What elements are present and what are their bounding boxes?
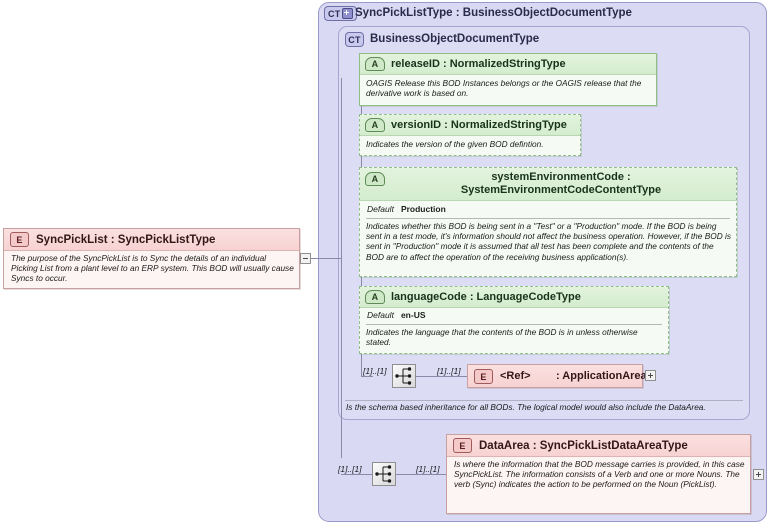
- default-value-text-languagecode: en-US: [400, 310, 426, 320]
- sequence-compositor-icon-outer[interactable]: [372, 462, 396, 486]
- default-key-label: Default: [367, 204, 394, 214]
- root-element-box[interactable]: E SyncPickList : SyncPickListType The pu…: [3, 228, 300, 289]
- connector-root-to-ct: [311, 258, 341, 259]
- root-collapse-toggle[interactable]: [300, 253, 311, 264]
- inner-note-text: Is the schema based inheritance for all …: [346, 402, 706, 412]
- inner-note-separator: [345, 400, 743, 401]
- a-badge-systemenvironmentcode-text: A: [371, 174, 379, 184]
- e-badge-dataarea-text: E: [459, 440, 466, 451]
- root-element-header: [4, 229, 299, 251]
- connector-branch-sequence-inner: [361, 376, 373, 377]
- attribute-box-systemenvironmentcode[interactable]: A systemEnvironmentCode : SystemEnvironm…: [359, 167, 737, 277]
- dataarea-element-annotation: Is where the information that the BOD me…: [454, 459, 745, 490]
- a-badge-versionid: A: [365, 118, 385, 132]
- plus-icon[interactable]: [342, 8, 354, 19]
- connector-trunk-main: [341, 78, 342, 458]
- attribute-label-systemenvironmentcode: systemEnvironmentCode : SystemEnvironmen…: [460, 171, 662, 196]
- attribute-box-versionid[interactable]: A versionID : NormalizedStringType Indic…: [359, 114, 581, 156]
- dataarea-element-expander[interactable]: [753, 469, 764, 480]
- attribute-annotation-systemenvironmentcode: Indicates whether this BOD is being sent…: [366, 221, 731, 262]
- attribute-default-systemenvironmentcode: Default Production: [367, 204, 446, 215]
- attribute-label-languagecode: languageCode : LanguageCodeType: [391, 291, 581, 303]
- attribute-box-languagecode[interactable]: A languageCode : LanguageCodeType Defaul…: [359, 286, 669, 354]
- dataarea-element-header: [447, 435, 750, 457]
- root-element-label: SyncPickList : SyncPickListType: [36, 234, 216, 246]
- attribute-header-releaseid: [360, 54, 656, 75]
- attribute-label-releaseid: releaseID : NormalizedStringType: [391, 58, 566, 70]
- sequence-compositor-icon-inner[interactable]: [392, 364, 416, 388]
- dataarea-element-box[interactable]: E DataArea : SyncPickListDataAreaType Is…: [446, 434, 751, 514]
- ct-badge-inner[interactable]: CT: [345, 32, 364, 47]
- ref-element-expander[interactable]: [645, 370, 656, 381]
- a-badge-versionid-text: A: [371, 120, 379, 130]
- a-badge-languagecode: A: [365, 290, 385, 304]
- attribute-box-releaseid[interactable]: A releaseID : NormalizedStringType OAGIS…: [359, 53, 657, 106]
- attribute-annotation-versionid: Indicates the version of the given BOD d…: [366, 139, 544, 149]
- complex-type-inner-title: BusinessObjectDocumentType: [370, 33, 540, 45]
- e-badge-dataarea: E: [453, 438, 472, 453]
- cardinality-right-inner-sequence: [1]..[1]: [437, 366, 461, 376]
- sequence-glyph-inner: [395, 367, 412, 385]
- root-element-annotation: The purpose of the SyncPickList is to Sy…: [11, 253, 294, 284]
- ref-element-box[interactable]: E <Ref> : ApplicationArea: [467, 364, 647, 388]
- cardinality-left-inner-sequence: [1]..[1]: [363, 366, 387, 376]
- cardinality-left-outer-sequence: [1]..[1]: [338, 464, 362, 474]
- a-badge-releaseid: A: [365, 57, 385, 71]
- attribute-label-versionid: versionID : NormalizedStringType: [391, 119, 567, 131]
- e-badge-root-text: E: [16, 234, 23, 245]
- e-badge-ref-text: E: [480, 371, 487, 382]
- ct-badge-outer[interactable]: CT: [324, 6, 358, 21]
- attribute-header-systemenvironmentcode: [360, 168, 736, 201]
- attribute-annotation-releaseid: OAGIS Release this BOD Instances belongs…: [366, 78, 642, 99]
- a-badge-languagecode-text: A: [371, 292, 379, 302]
- ref-element-type: : ApplicationArea: [556, 370, 647, 382]
- a-badge-systemenvironmentcode: A: [365, 172, 385, 186]
- attribute-default-languagecode: Default en-US: [367, 310, 426, 321]
- e-badge-ref: E: [474, 369, 493, 384]
- connector-sequence-to-dataarea: [396, 474, 446, 475]
- cardinality-right-outer-sequence: [1]..[1]: [416, 464, 440, 474]
- default-value-text: Production: [400, 204, 446, 214]
- ref-element-header: [468, 365, 642, 387]
- attribute-header-versionid: [360, 115, 580, 136]
- attribute-annotation-languagecode: Indicates the language that the contents…: [366, 327, 638, 348]
- connector-branch-sequence-outer: [341, 474, 373, 475]
- sequence-glyph-outer: [375, 465, 392, 483]
- ct-badge-outer-text: CT: [328, 8, 341, 19]
- ref-element-label: <Ref>: [500, 370, 531, 382]
- dataarea-element-label: DataArea : SyncPickListDataAreaType: [479, 440, 688, 452]
- connector-sequence-to-ref: [416, 376, 467, 377]
- ct-badge-inner-text: CT: [348, 34, 361, 45]
- a-badge-releaseid-text: A: [371, 59, 379, 69]
- e-badge-root: E: [10, 232, 29, 247]
- attribute-header-languagecode: [360, 287, 668, 308]
- complex-type-outer-title: SyncPickListType : BusinessObjectDocumen…: [355, 7, 632, 19]
- default-key-label-languagecode: Default: [367, 310, 394, 320]
